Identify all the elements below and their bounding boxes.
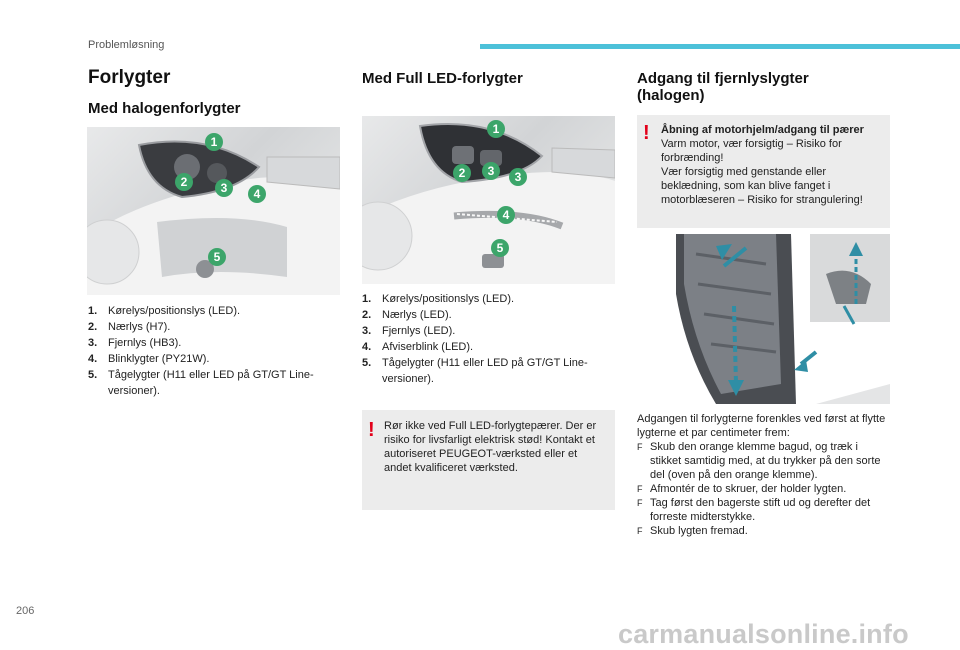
callout-2: 2 <box>452 163 472 183</box>
callout-2: 2 <box>174 172 194 192</box>
access-intro: Adgangen til forlygterne forenkles ved f… <box>637 413 886 439</box>
list-item: 4.Afviserblink (LED). <box>362 341 474 353</box>
list-item: 2.Nærlys (LED). <box>362 309 452 321</box>
list-item: 5.Tågelygter (H11 eller LED på GT/GT Lin… <box>362 357 588 385</box>
svg-text:1: 1 <box>211 135 218 149</box>
svg-text:1: 1 <box>493 122 500 136</box>
subtitle-full-led: Med Full LED-forlygter <box>362 70 523 87</box>
hood-warning-box: ! Åbning af motorhjelm/adgang til pærer … <box>637 115 890 228</box>
list-item: 3.Fjernlys (LED). <box>362 325 456 337</box>
callout-1: 1 <box>486 119 506 139</box>
list-item: 3.Fjernlys (HB3). <box>88 337 182 349</box>
svg-text:5: 5 <box>497 241 504 255</box>
callout-4: 4 <box>496 205 516 225</box>
svg-text:3: 3 <box>221 181 228 195</box>
list-item: 4.Blinklygter (PY21W). <box>88 353 210 365</box>
access-instructions: Adgangen til forlygterne forenkles ved f… <box>637 412 890 538</box>
callout-1: 1 <box>204 132 224 152</box>
callout-3b: 3 <box>508 167 528 187</box>
svg-text:4: 4 <box>503 208 510 222</box>
section-label: Problemløsning <box>88 39 165 51</box>
hood-warning-line: Vær forsigtig med genstande eller beklæd… <box>661 166 863 206</box>
warning-icon: ! <box>368 419 375 441</box>
led-warning-box: ! Rør ikke ved Full LED-forlygtepærer. D… <box>362 410 615 510</box>
list-item: 1.Kørelys/positionslys (LED). <box>362 293 515 305</box>
page-title: Forlygter <box>88 67 171 88</box>
page-number: 206 <box>16 605 35 617</box>
list-item: 5.Tågelygter (H11 eller LED på GT/GT Lin… <box>88 369 314 397</box>
hood-warning-line: Varm motor, vær forsigtig – Risiko for f… <box>661 138 842 164</box>
full-led-bulb-list: 1.Kørelys/positionslys (LED). 2.Nærlys (… <box>362 291 614 387</box>
callout-3: 3 <box>214 178 234 198</box>
warning-icon: ! <box>643 122 650 144</box>
halogen-headlight-photo: 1 2 3 4 5 <box>87 127 340 295</box>
callout-5: 5 <box>490 238 510 258</box>
watermark: carmanualsonline.info <box>618 619 909 649</box>
led-warning-text: Rør ikke ved Full LED-forlygtepærer. Der… <box>384 420 597 474</box>
callout-3: 3 <box>481 161 501 181</box>
subtitle-high-beam-access: Adgang til fjernlyslygter (halogen) <box>637 70 809 104</box>
halogen-bulb-list: 1.Kørelys/positionslys (LED). 2.Nærlys (… <box>88 303 340 399</box>
svg-text:5: 5 <box>214 250 221 264</box>
callout-4: 4 <box>247 184 267 204</box>
subtitle-halogen: Med halogenforlygter <box>88 100 241 117</box>
hood-warning-title: Åbning af motorhjelm/adgang til pærer <box>661 124 864 136</box>
svg-text:2: 2 <box>181 175 188 189</box>
callout-5: 5 <box>207 247 227 267</box>
list-item: 2.Nærlys (H7). <box>88 321 171 333</box>
svg-text:3: 3 <box>515 170 522 184</box>
svg-text:3: 3 <box>488 164 495 178</box>
svg-text:2: 2 <box>459 166 466 180</box>
headlight-removal-photo <box>676 234 890 404</box>
svg-text:4: 4 <box>254 187 261 201</box>
list-item: 1.Kørelys/positionslys (LED). <box>88 305 241 317</box>
header-accent-bar <box>480 44 960 49</box>
full-led-headlight-photo: 1 2 3 3 4 5 <box>362 116 615 284</box>
